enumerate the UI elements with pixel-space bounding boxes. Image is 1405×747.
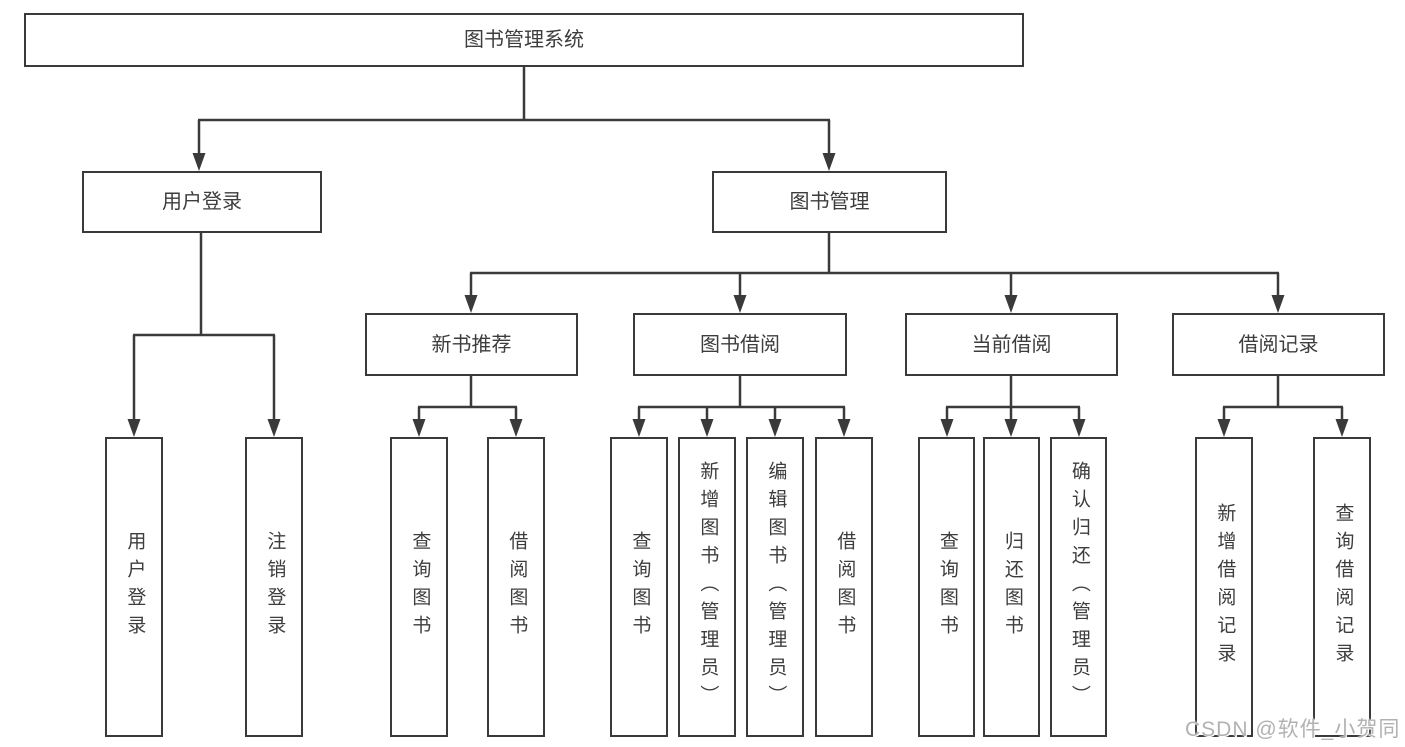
arrowhead-icon <box>733 295 747 313</box>
node-book-borrow: 图书借阅 <box>633 313 847 376</box>
node-user-login: 用户登录 <box>82 171 322 233</box>
node-book-management: 图书管理 <box>712 171 947 233</box>
leaf-return-book-label: 归还图书 <box>1001 531 1023 643</box>
node-book-management-label: 图书管理 <box>789 191 870 213</box>
arrowhead-icon <box>632 419 646 437</box>
leaf-borrow-book: 借阅图书 <box>815 437 873 737</box>
node-current-borrow-label: 当前借阅 <box>971 333 1052 356</box>
leaf-add-borrow-record-label: 新增借阅记录 <box>1214 503 1236 671</box>
leaf-user-login-label: 用户登录 <box>124 531 146 643</box>
node-root: 图书管理系统 <box>24 13 1024 67</box>
node-book-borrow-label: 图书借阅 <box>700 333 780 356</box>
arrowhead-icon <box>837 419 851 437</box>
leaf-query-book-borrow: 查询图书 <box>610 437 668 737</box>
node-user-login-label: 用户登录 <box>162 191 242 213</box>
arrowhead-icon <box>700 419 714 437</box>
leaf-edit-book-admin-label: 编辑图书（管理员） <box>765 461 787 713</box>
leaf-edit-book-admin: 编辑图书（管理员） <box>746 437 804 737</box>
leaf-query-borrow-record-label: 查询借阅记录 <box>1332 503 1354 671</box>
leaf-borrow-book-label: 借阅图书 <box>834 531 856 643</box>
leaf-logout-label: 注销登录 <box>264 531 286 643</box>
leaf-borrow-book-recommend-label: 借阅图书 <box>506 531 528 643</box>
arrowhead-icon <box>1004 419 1018 437</box>
leaf-confirm-return-admin: 确认归还（管理员） <box>1050 437 1107 737</box>
leaf-query-book-current: 查询图书 <box>918 437 975 737</box>
leaf-query-book-recommend-label: 查询图书 <box>409 531 431 643</box>
arrowhead-icon <box>1217 419 1231 437</box>
arrowhead-icon <box>412 419 426 437</box>
node-new-book-recommend-label: 新书推荐 <box>431 333 512 356</box>
arrowhead-icon <box>127 419 141 437</box>
node-borrow-records: 借阅记录 <box>1172 313 1385 376</box>
leaf-add-borrow-record: 新增借阅记录 <box>1195 437 1253 737</box>
leaf-return-book: 归还图书 <box>983 437 1040 737</box>
arrowhead-icon <box>940 419 954 437</box>
leaf-query-borrow-record: 查询借阅记录 <box>1313 437 1371 737</box>
leaf-user-login: 用户登录 <box>105 437 163 737</box>
leaf-add-book-admin: 新增图书（管理员） <box>678 437 736 737</box>
leaf-query-book-borrow-label: 查询图书 <box>629 531 651 643</box>
arrowhead-icon <box>768 419 782 437</box>
leaf-borrow-book-recommend: 借阅图书 <box>487 437 545 737</box>
arrowhead-icon <box>1271 295 1285 313</box>
arrowhead-icon <box>267 419 281 437</box>
leaf-query-book-recommend: 查询图书 <box>390 437 448 737</box>
arrowhead-icon <box>509 419 523 437</box>
leaf-query-book-current-label: 查询图书 <box>936 531 958 643</box>
leaf-confirm-return-admin-label: 确认归还（管理员） <box>1068 461 1090 713</box>
arrowhead-icon <box>1335 419 1349 437</box>
node-root-label: 图书管理系统 <box>464 29 584 51</box>
arrowhead-icon <box>192 153 206 171</box>
arrowhead-icon <box>1072 419 1086 437</box>
leaf-add-book-admin-label: 新增图书（管理员） <box>697 461 719 713</box>
arrowhead-icon <box>464 295 478 313</box>
node-borrow-records-label: 借阅记录 <box>1238 333 1319 356</box>
node-current-borrow: 当前借阅 <box>905 313 1118 376</box>
csdn-watermark: CSDN @软件_小贺同学 <box>1185 718 1401 741</box>
arrowhead-icon <box>1004 295 1018 313</box>
leaf-logout: 注销登录 <box>245 437 303 737</box>
arrowhead-icon <box>822 153 836 171</box>
node-new-book-recommend: 新书推荐 <box>365 313 578 376</box>
